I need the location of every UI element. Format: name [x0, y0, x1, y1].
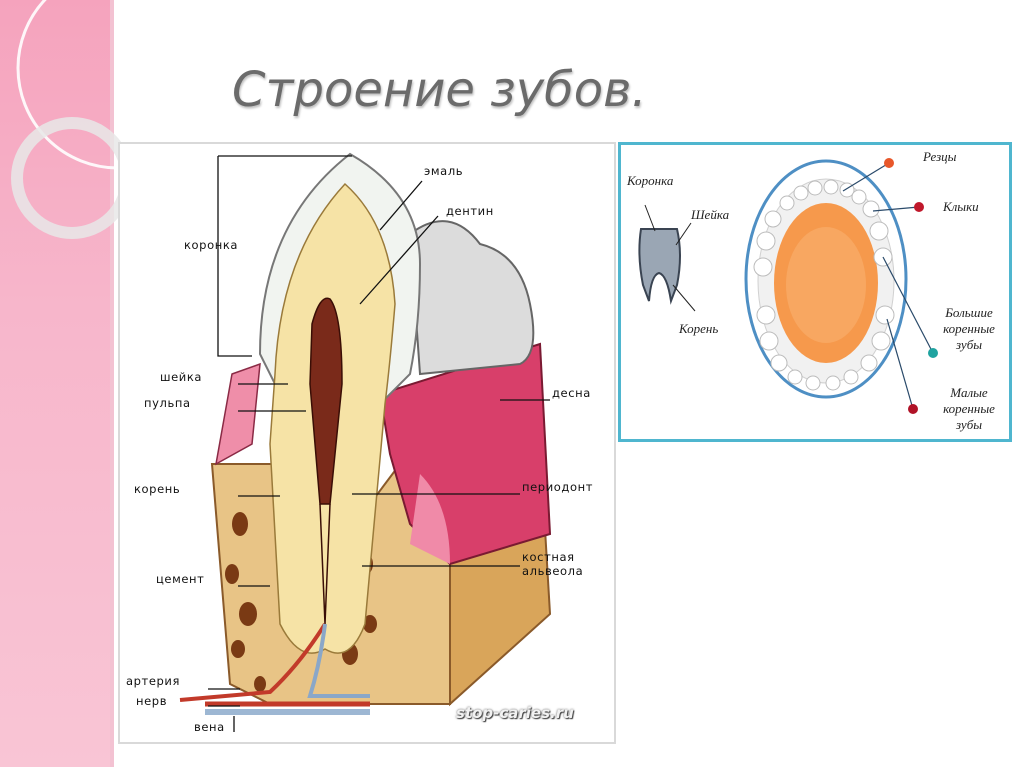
label-crown-right: Коронка — [627, 173, 674, 188]
label-neck: шейка — [160, 370, 203, 384]
label-large-molars-line3: зубы — [955, 337, 983, 352]
label-cement: цемент — [156, 572, 205, 586]
label-pulp: пульпа — [144, 396, 191, 410]
label-incisors: Резцы — [923, 149, 957, 164]
label-artery: артерия — [126, 674, 181, 688]
label-small-molars-line1: Малые — [950, 385, 988, 400]
label-nerve: нерв — [136, 694, 168, 708]
slide-title: Строение зубов. — [232, 62, 647, 118]
side-decor-line — [110, 0, 114, 767]
label-alveola-line1: костная — [522, 550, 575, 564]
label-periodont: периодонт — [522, 480, 594, 494]
label-large-molars: Большие коренные зубы — [933, 305, 1005, 353]
label-alveola-line2: альвеола — [522, 564, 584, 578]
label-small-molars: Малые коренные зубы — [933, 385, 1005, 433]
tooth-cross-section-figure — [179, 152, 552, 732]
label-large-molars-line2: коренные — [943, 321, 995, 336]
label-neck-right: Шейка — [691, 207, 730, 222]
label-enamel: эмаль — [424, 164, 464, 178]
label-crown: коронка — [184, 238, 239, 252]
label-root-right: Корень — [679, 321, 719, 336]
label-root: корень — [134, 482, 181, 496]
label-dentin: дентин — [446, 204, 494, 218]
tooth-cross-section-panel: коронка эмаль дентин шейка пульпа десна … — [118, 142, 616, 744]
watermark: stop-caries.ru — [456, 704, 574, 722]
mouth-diagram-figure — [638, 158, 938, 414]
label-small-molars-line3: зубы — [955, 417, 983, 432]
label-vein: вена — [194, 720, 225, 734]
mouth-diagram-panel: Коронка Шейка Корень Резцы Клыки Большие… — [618, 142, 1012, 442]
label-canines: Клыки — [943, 199, 979, 214]
label-gum: десна — [552, 386, 591, 400]
label-small-molars-line2: коренные — [943, 401, 995, 416]
label-large-molars-line1: Большие — [945, 305, 993, 320]
